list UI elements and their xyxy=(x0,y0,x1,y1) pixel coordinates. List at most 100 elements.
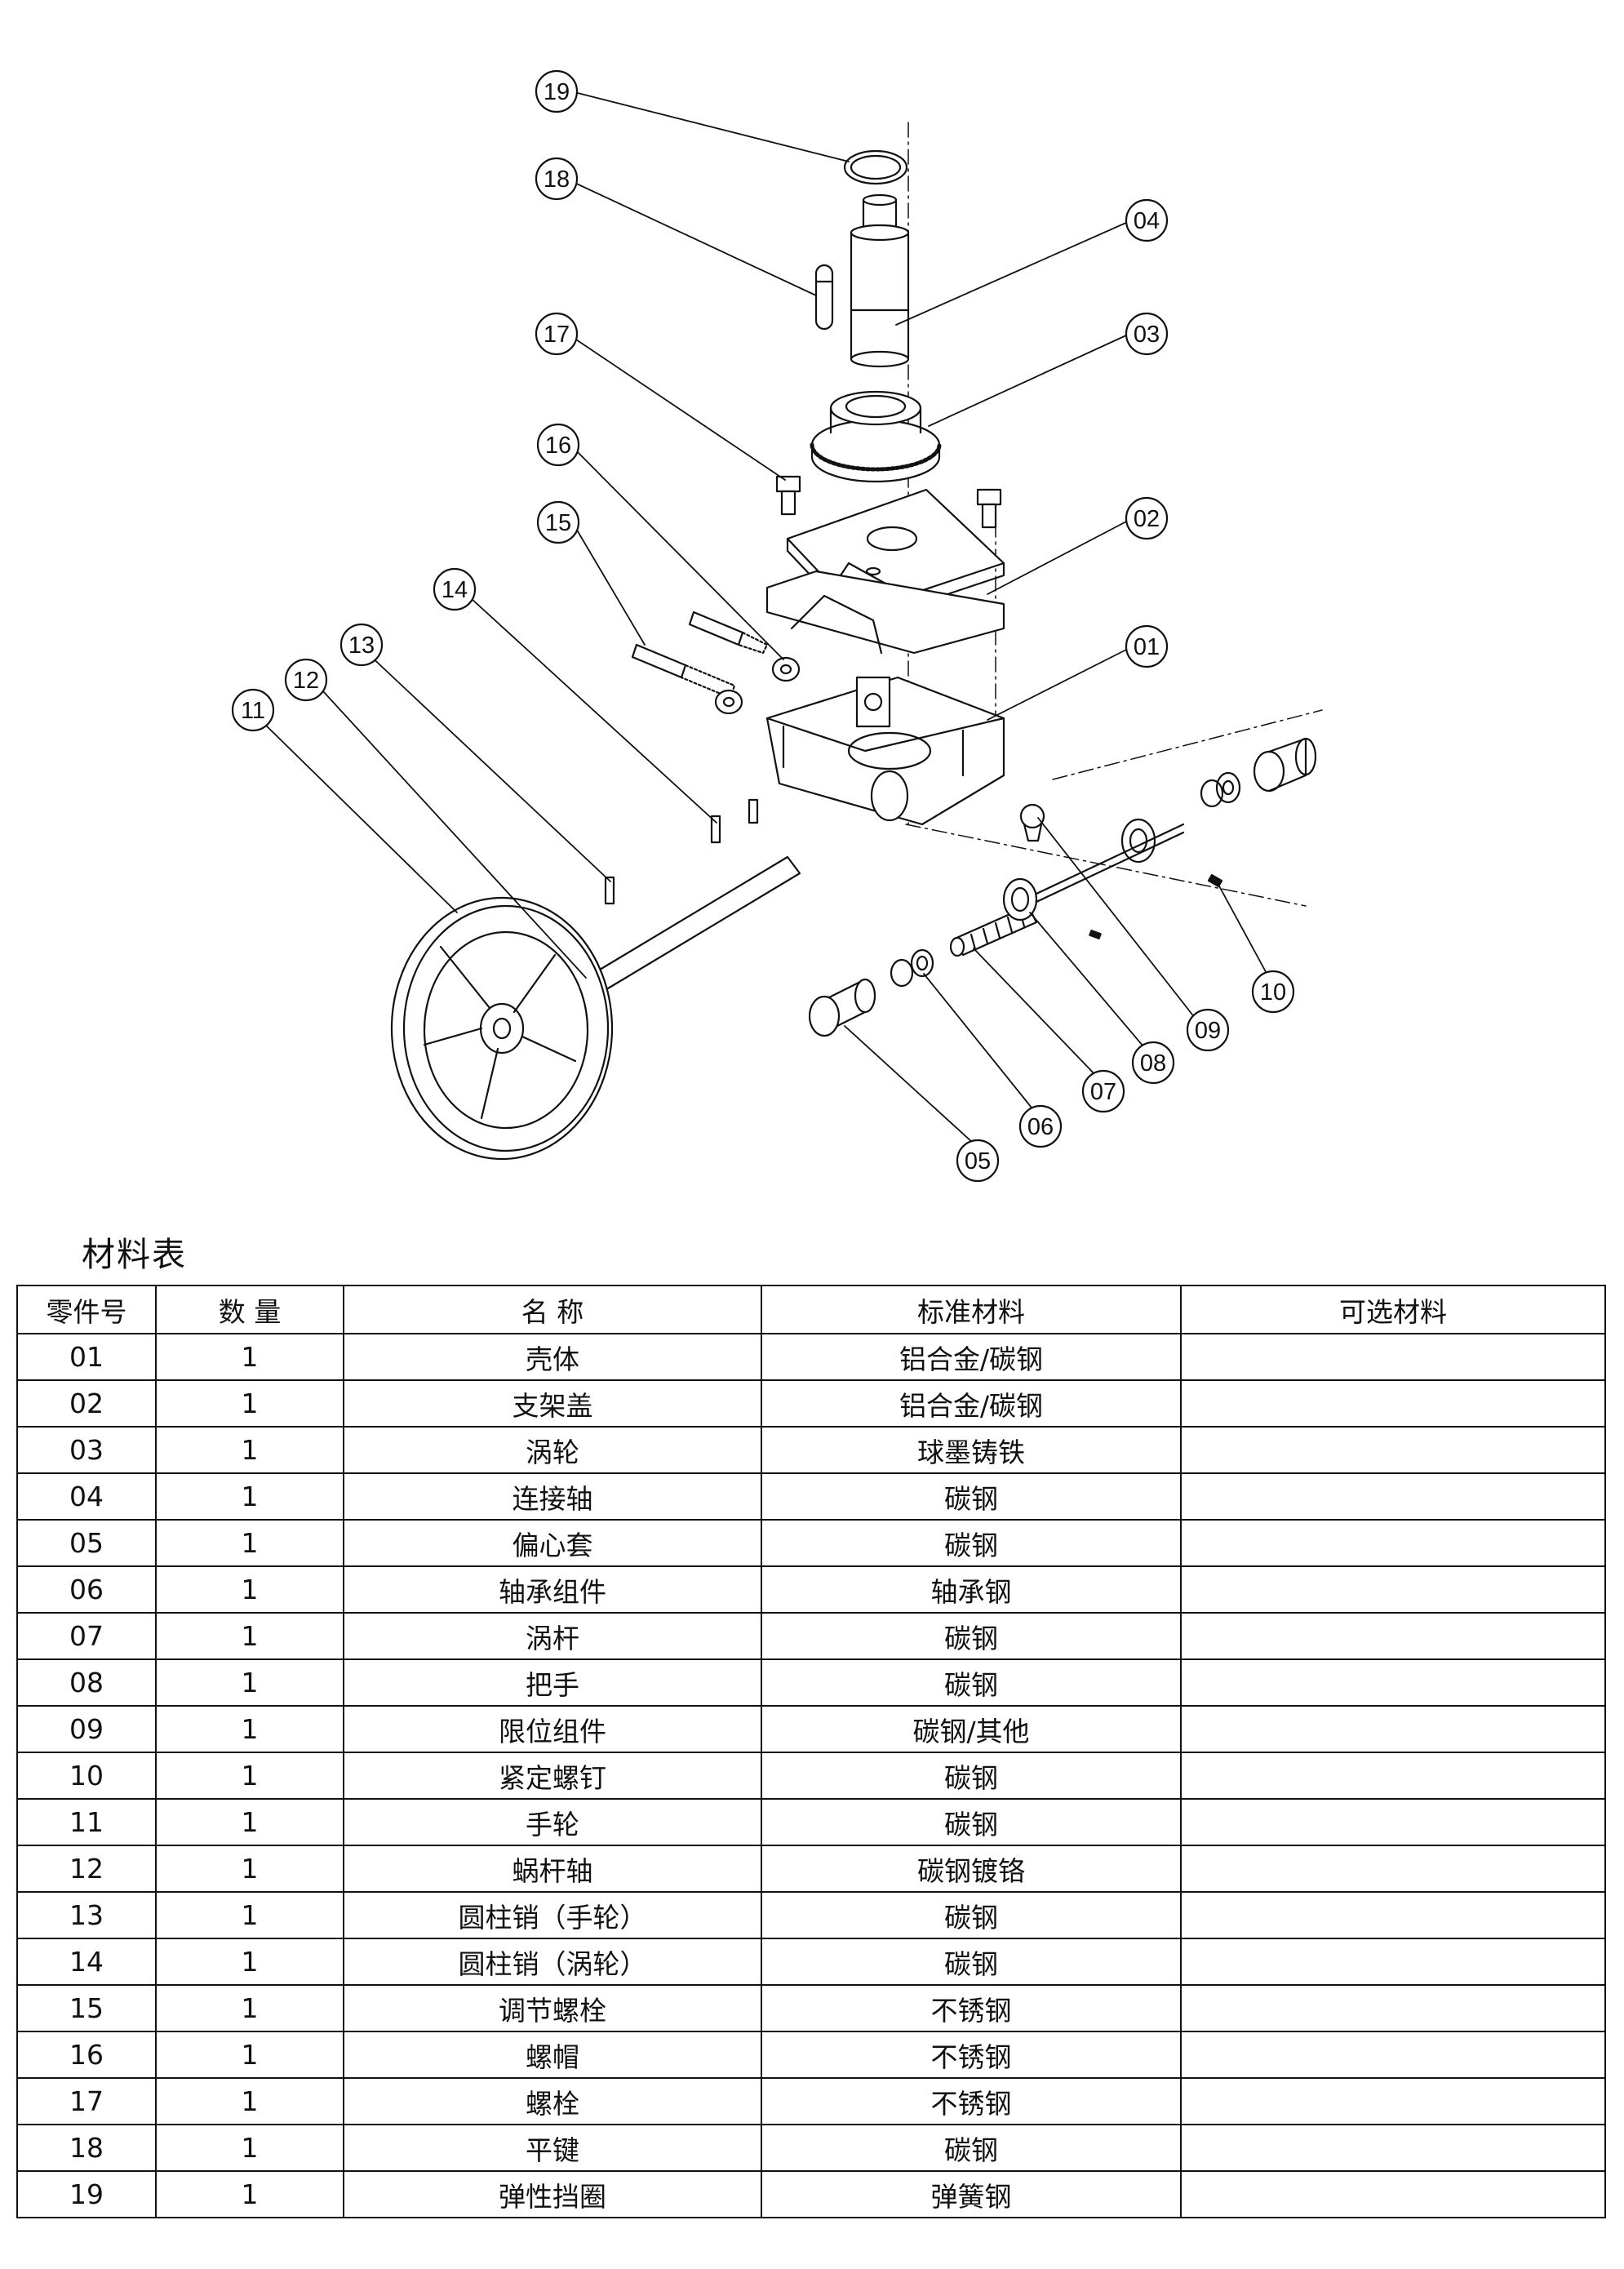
bom-header-row: 零件号 数 量 名 称 标准材料 可选材料 xyxy=(16,1285,1606,1334)
svg-text:08: 08 xyxy=(1140,1050,1166,1077)
cell-quantity: 1 xyxy=(155,2031,344,2079)
cell-quantity: 1 xyxy=(155,1938,344,1986)
cell-standard-material: 轴承钢 xyxy=(761,1565,1182,1614)
cell-part-no: 13 xyxy=(16,1891,157,1939)
cell-quantity: 1 xyxy=(155,1519,344,1567)
cell-part-no: 08 xyxy=(16,1658,157,1707)
svg-text:17: 17 xyxy=(544,322,570,348)
svg-text:14: 14 xyxy=(441,577,468,603)
cell-part-no: 18 xyxy=(16,2124,157,2172)
cell-part-no: 17 xyxy=(16,2077,157,2125)
cell-standard-material: 碳钢 xyxy=(761,1472,1182,1521)
cell-part-no: 19 xyxy=(16,2170,157,2218)
balloon-06: 06 xyxy=(1018,1104,1063,1148)
svg-text:02: 02 xyxy=(1134,506,1160,532)
balloon-15: 15 xyxy=(536,500,580,544)
cell-part-no: 05 xyxy=(16,1519,157,1567)
header-optional-material: 可选材料 xyxy=(1180,1285,1606,1334)
cell-quantity: 1 xyxy=(155,1798,344,1846)
part-bolts xyxy=(775,475,1002,567)
cell-part-no: 06 xyxy=(16,1565,157,1614)
svg-text:12: 12 xyxy=(293,668,319,694)
cell-standard-material: 碳钢镀铬 xyxy=(761,1845,1182,1893)
cell-name: 把手 xyxy=(343,1658,762,1707)
header-quantity: 数 量 xyxy=(155,1285,344,1334)
cell-optional-material xyxy=(1180,1705,1606,1753)
cell-quantity: 1 xyxy=(155,1472,344,1521)
cell-part-no: 15 xyxy=(16,1984,157,2032)
header-name: 名 称 xyxy=(343,1285,762,1334)
cell-quantity: 1 xyxy=(155,2170,344,2218)
cell-part-no: 04 xyxy=(16,1472,157,1521)
cell-standard-material: 球墨铸铁 xyxy=(761,1426,1182,1474)
cell-standard-material: 不锈钢 xyxy=(761,2031,1182,2079)
svg-text:16: 16 xyxy=(545,433,571,459)
cell-optional-material xyxy=(1180,2124,1606,2172)
header-standard-material: 标准材料 xyxy=(761,1285,1182,1334)
cell-name: 紧定螺钉 xyxy=(343,1752,762,1800)
cell-standard-material: 碳钢 xyxy=(761,1938,1182,1986)
cell-name: 圆柱销（手轮） xyxy=(343,1891,762,1939)
cell-standard-material: 铝合金/碳钢 xyxy=(761,1333,1182,1381)
cell-standard-material: 铝合金/碳钢 xyxy=(761,1379,1182,1428)
balloon-03: 03 xyxy=(1125,312,1169,356)
cell-quantity: 1 xyxy=(155,1379,344,1428)
svg-text:15: 15 xyxy=(545,510,571,536)
part-limit-ball xyxy=(1019,803,1045,842)
balloon-09: 09 xyxy=(1186,1008,1230,1052)
cell-optional-material xyxy=(1180,1891,1606,1939)
cell-quantity: 1 xyxy=(155,1426,344,1474)
cell-standard-material: 碳钢 xyxy=(761,1658,1182,1707)
cell-name: 弹性挡圈 xyxy=(343,2170,762,2218)
cell-optional-material xyxy=(1180,1938,1606,1986)
cell-optional-material xyxy=(1180,1472,1606,1521)
cell-optional-material xyxy=(1180,2077,1606,2125)
part-flat-key xyxy=(814,264,834,331)
balloon-02: 02 xyxy=(1125,496,1169,540)
cell-standard-material: 碳钢 xyxy=(761,1798,1182,1846)
cell-name: 螺栓 xyxy=(343,2077,762,2125)
exploded-assembly-drawing: 19 18 04 17 03 16 02 15 14 13 01 12 11 1… xyxy=(231,69,1323,1183)
cell-standard-material: 弹簧钢 xyxy=(761,2170,1182,2218)
cell-standard-material: 碳钢 xyxy=(761,1752,1182,1800)
svg-text:04: 04 xyxy=(1134,208,1160,234)
cell-name: 涡轮 xyxy=(343,1426,762,1474)
balloon-01: 01 xyxy=(1125,624,1169,668)
cell-optional-material xyxy=(1180,1519,1606,1567)
part-worm-wheel xyxy=(810,390,942,483)
part-worm-shaft xyxy=(579,798,801,999)
balloon-14: 14 xyxy=(433,567,477,611)
cell-standard-material: 碳钢 xyxy=(761,1519,1182,1567)
cell-quantity: 1 xyxy=(155,1565,344,1614)
cell-quantity: 1 xyxy=(155,1612,344,1660)
header-part-no: 零件号 xyxy=(16,1285,157,1334)
cell-standard-material: 碳钢 xyxy=(761,2124,1182,2172)
cell-quantity: 1 xyxy=(155,1891,344,1939)
balloon-19: 19 xyxy=(535,69,579,113)
part-handwheel xyxy=(390,896,614,1161)
cell-quantity: 1 xyxy=(155,1658,344,1707)
balloon-10: 10 xyxy=(1251,970,1295,1014)
part-handle xyxy=(1002,737,1317,939)
cell-quantity: 1 xyxy=(155,1705,344,1753)
cell-name: 涡杆 xyxy=(343,1612,762,1660)
cell-part-no: 09 xyxy=(16,1705,157,1753)
cell-part-no: 02 xyxy=(16,1379,157,1428)
svg-text:18: 18 xyxy=(544,167,570,193)
svg-text:01: 01 xyxy=(1134,634,1160,660)
cell-optional-material xyxy=(1180,1565,1606,1614)
cell-part-no: 16 xyxy=(16,2031,157,2079)
